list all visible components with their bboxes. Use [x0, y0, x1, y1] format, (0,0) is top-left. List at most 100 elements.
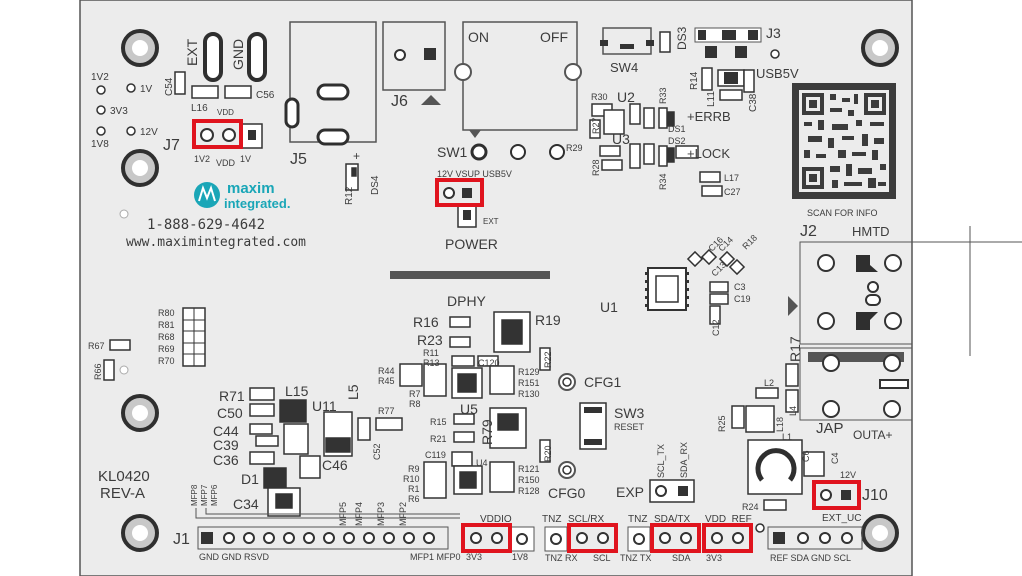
- cfg1-label: CFG1: [584, 374, 622, 390]
- hmtd-label: HMTD: [852, 224, 890, 239]
- ref-r34: R34: [658, 173, 668, 190]
- ref-r129: R129: [518, 367, 540, 377]
- vdd-ref-highlight: [702, 523, 753, 553]
- j6-connector: J6: [382, 21, 446, 110]
- ref-l17: L17: [724, 173, 739, 183]
- scl-bottom-label: SCL: [593, 553, 611, 563]
- ref-r14: R14: [689, 71, 700, 90]
- ref-u2: U2: [617, 89, 635, 105]
- ref-r77: R77: [378, 406, 395, 416]
- lock-label: +LOCK: [687, 146, 730, 161]
- usb5v-label: USB5V: [756, 66, 799, 81]
- ref-r69: R69: [158, 344, 175, 354]
- mfp7-label: MFP7: [200, 484, 209, 506]
- vddio-3v3: 3V3: [466, 552, 482, 562]
- ref-c56: C56: [256, 90, 275, 101]
- tnz2-label: TNZ: [628, 514, 647, 525]
- vdd-ref-label: VDD_REF: [705, 514, 752, 525]
- ref-r1: R1: [408, 484, 420, 494]
- ref-c34: C34: [233, 496, 259, 512]
- ref-r21: R21: [430, 434, 447, 444]
- ref-r128: R128: [518, 486, 540, 496]
- j7-highlight: [192, 119, 243, 149]
- j3-usb: J3 USB5V R14 L11 C38: [689, 25, 799, 112]
- mfp6-label: MFP6: [210, 484, 219, 506]
- ref-j7: J7: [163, 137, 180, 154]
- tnz1-label: TNZ: [542, 514, 561, 525]
- j1-mfp-labels: MFP1 MFP0: [410, 552, 461, 562]
- ref-l15: L15: [285, 383, 309, 399]
- sda-rx-label: SDA_RX: [679, 442, 689, 478]
- ref-c44: C44: [213, 423, 239, 439]
- ext-uc-pins: REF SDA GND SCL: [770, 553, 851, 563]
- vdd-small: VDD: [217, 108, 234, 117]
- j7-header: J7 1V2 VDD 1V: [163, 119, 263, 168]
- dphy-label: DPHY: [447, 293, 487, 309]
- ref-r20: R20: [543, 445, 553, 462]
- scl-rx-header: TNZ SCL/RX TNZ RX SCL: [542, 514, 618, 563]
- ref-c39: C39: [213, 437, 239, 453]
- ref-c119: C119: [425, 450, 446, 460]
- ref-r80: R80: [158, 308, 175, 318]
- ref-j1: J1: [173, 531, 190, 548]
- ref-r33: R33: [658, 87, 668, 104]
- maxim-logo: maxim integrated.: [194, 180, 290, 211]
- left-lower-components: [249, 387, 403, 517]
- ref-r71: R71: [219, 388, 245, 404]
- ref-r19: R19: [535, 312, 561, 328]
- ref-r68: R68: [158, 332, 175, 342]
- voltage-testpoints: 1V2 3V3 1V8 1V 12V: [91, 72, 158, 150]
- sw1-switch: ON OFF SW1: [437, 21, 582, 161]
- power-select-labels: 12V VSUP USB5V: [437, 169, 512, 179]
- j10-12v: 12V: [840, 470, 856, 480]
- ref-r150: R150: [518, 475, 540, 485]
- sda-tx-highlight: [650, 523, 701, 553]
- ref-l11: L11: [706, 91, 717, 107]
- vdd-ref-3v3: 3V3: [706, 553, 722, 563]
- ref-r11: R11: [423, 348, 439, 358]
- ref-c36: C36: [213, 452, 239, 468]
- ref-l4: L4: [788, 406, 798, 416]
- ref-r25: R25: [717, 415, 727, 432]
- ds4-plus: +: [353, 149, 360, 163]
- power-header: 12V VSUP USB5V EXT POWER: [435, 169, 512, 252]
- ds4: [345, 163, 359, 191]
- sw1-on: ON: [468, 29, 489, 45]
- gnd-label: GND: [230, 39, 246, 70]
- ref-r67: R67: [88, 341, 105, 351]
- j5-barrel-jack: J5: [284, 21, 377, 168]
- ref-c38: C38: [748, 93, 759, 112]
- tp-3v3: 3V3: [110, 106, 128, 117]
- ref-r151: R151: [518, 378, 540, 388]
- jap-connector: JAP OUTA+: [799, 347, 913, 442]
- ref-u11: U11: [312, 398, 337, 414]
- ref-c54: C54: [164, 77, 175, 96]
- ref-r16: R16: [413, 314, 439, 330]
- ref-u3: U3: [612, 131, 630, 147]
- sda-bottom-label: SDA: [672, 553, 691, 563]
- qr-code: SCAN FOR INFO: [792, 83, 896, 218]
- tnz-rx-label: TNZ RX: [545, 553, 578, 563]
- logo-text-2: integrated.: [224, 196, 290, 211]
- cfg0-label: CFG0: [548, 485, 586, 501]
- resistor-column: R80 R81 R68 R69 R70: [158, 307, 206, 367]
- j10-highlight: [812, 480, 861, 510]
- ref-l18: L18: [775, 417, 785, 432]
- ref-u1: U1: [600, 299, 618, 315]
- power-highlight: [435, 178, 484, 207]
- ref-r130: R130: [518, 389, 540, 399]
- ref-r23: R23: [417, 332, 443, 348]
- ref-c52: C52: [372, 443, 382, 460]
- power-label: POWER: [445, 236, 498, 252]
- scl-tx-label: SCL_TX: [656, 444, 666, 478]
- ref-l1: L1: [782, 432, 792, 442]
- tp-1v2: 1V2: [91, 72, 109, 83]
- l17-c27: [699, 171, 723, 197]
- right-lower-components: [731, 363, 825, 511]
- dphy-bar: [390, 271, 550, 279]
- ref-c19: C19: [734, 294, 751, 304]
- ext-uc-header: EXT_UC REF SDA GND SCL: [767, 513, 863, 563]
- sw3-reset: SW3 RESET: [579, 402, 645, 450]
- vdd-ref-header: VDD_REF 3V3: [702, 514, 765, 563]
